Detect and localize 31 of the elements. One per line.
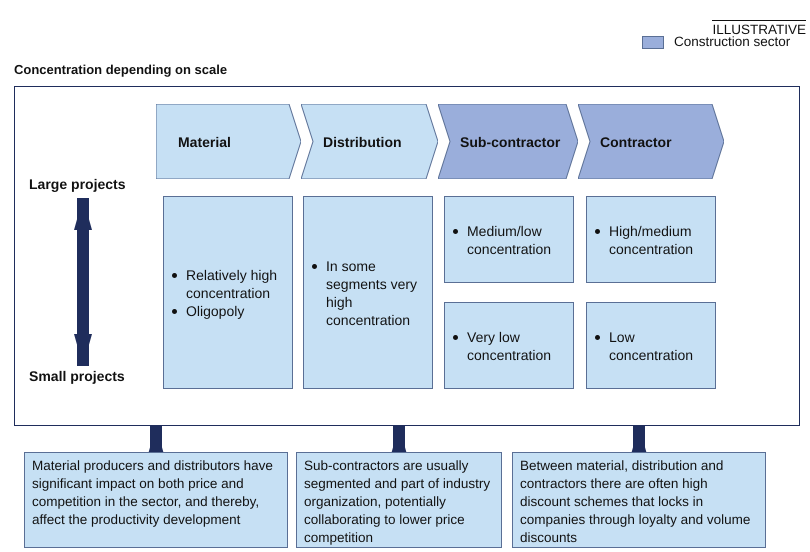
- bullet-item: Oligopoly: [186, 302, 286, 320]
- step-label: Material: [177, 134, 231, 150]
- bullet-item: Relatively high concentration: [186, 266, 286, 302]
- double-arrow: [74, 198, 92, 366]
- info-box: [444, 302, 574, 389]
- bullet-item: In some segments very high concentration: [326, 256, 426, 328]
- scale-label: Small projects: [29, 368, 137, 388]
- legend-text: Construction sector: [674, 34, 790, 49]
- info-box: [163, 196, 293, 389]
- bullet-item: High/medium concentration: [609, 222, 709, 258]
- note-text: Material producers and distributors have significant impact on both price and competition in the sector, and thereby, affect the productivity development: [32, 457, 274, 529]
- chevron-step: [578, 104, 724, 179]
- info-box: [586, 196, 716, 283]
- step-label: Distribution: [322, 134, 402, 150]
- chevron-step: [301, 104, 438, 179]
- chevron-step: [156, 104, 301, 179]
- stamp-label: ILLUSTRATIVE: [712, 20, 806, 37]
- info-box: [444, 196, 574, 283]
- bullet-item: Low concentration: [609, 328, 709, 364]
- scale-label: Large projects: [29, 176, 137, 196]
- chevron-step: [438, 104, 578, 179]
- bullet-item: Medium/low concentration: [467, 222, 567, 258]
- info-box: [303, 196, 433, 389]
- step-label: Contractor: [599, 134, 672, 150]
- step-label: Sub-contractor: [459, 134, 560, 150]
- note-box: [24, 452, 288, 548]
- section-heading: Concentration depending on scale: [14, 62, 228, 77]
- info-box: [586, 302, 716, 389]
- note-text: Between material, distribution and contractors there are often high discount schemes that locks in companies through loyalty and volume discounts: [520, 457, 752, 547]
- note-text: Sub-contractors are usually segmented and part of industry organization, potentially collaborating to lower price competition: [304, 457, 492, 547]
- bullet-item: Very low concentration: [467, 328, 567, 364]
